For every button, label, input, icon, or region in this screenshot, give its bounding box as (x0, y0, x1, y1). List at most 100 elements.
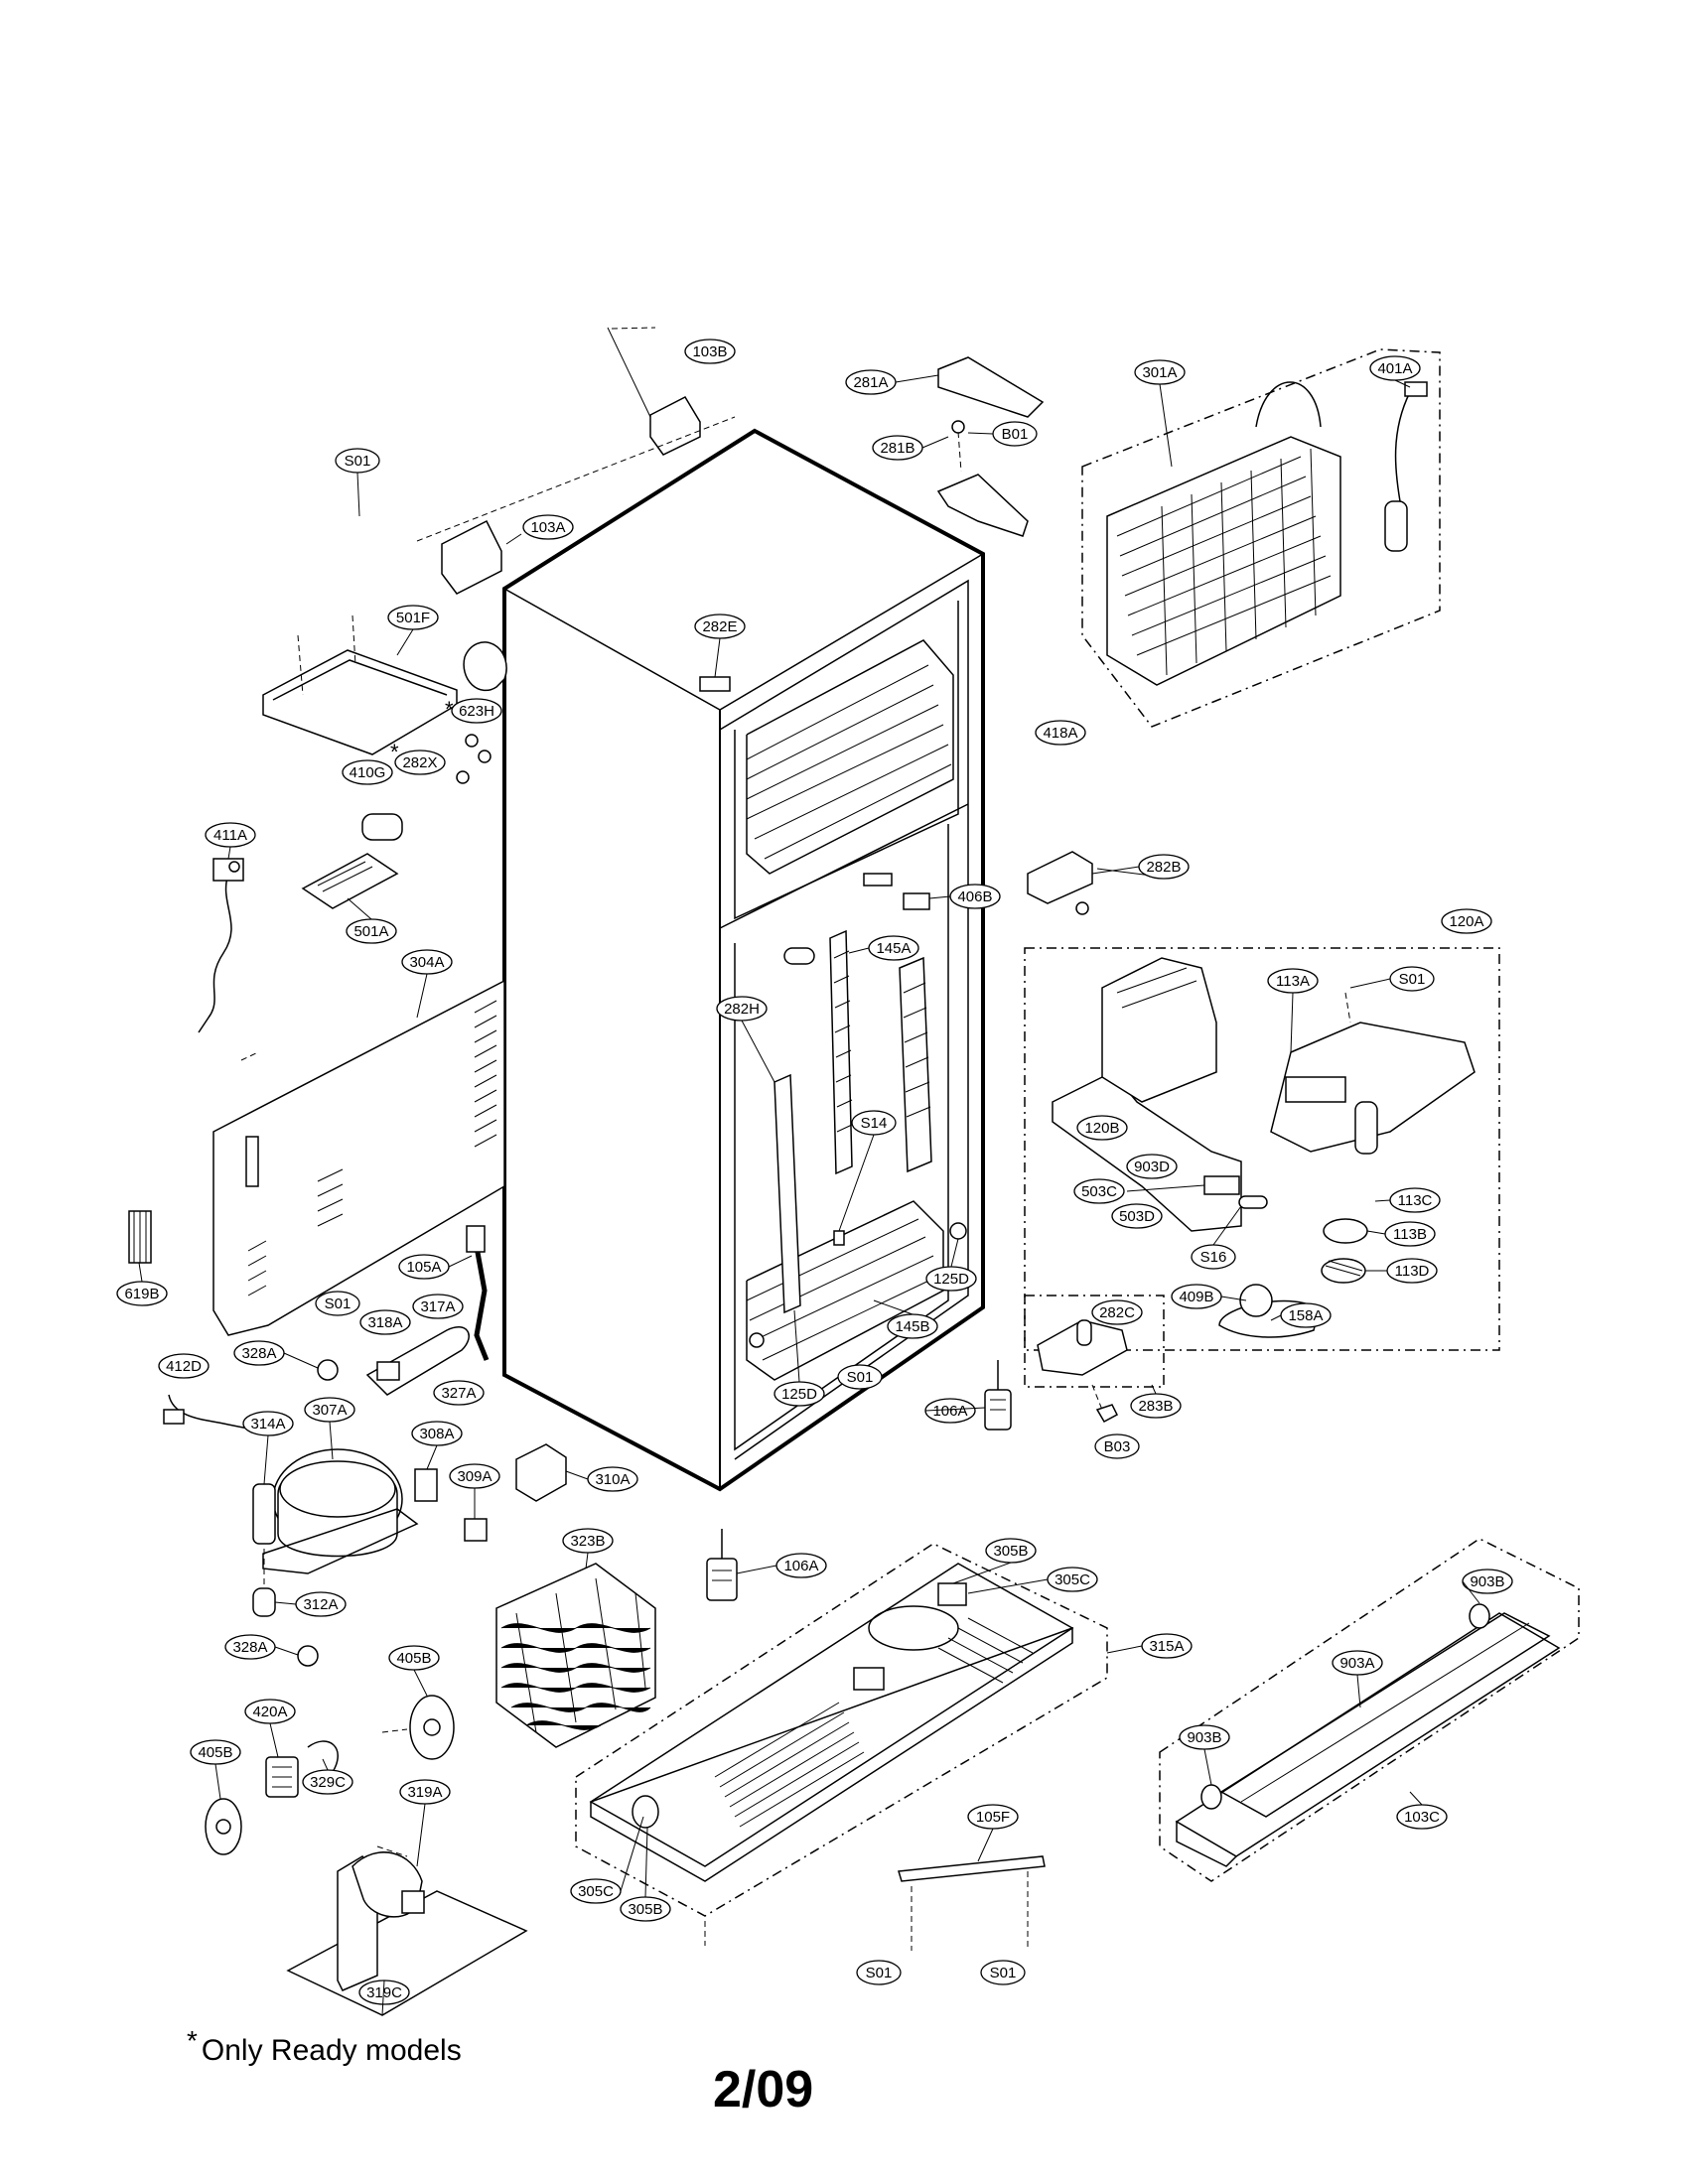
callout-305B-a: 305B (985, 1538, 1037, 1564)
callout-S01-b2: S01 (980, 1960, 1026, 1985)
svg-text:103B: 103B (692, 343, 727, 360)
callout-411A: 411A (205, 822, 256, 848)
svg-text:282C: 282C (1099, 1304, 1135, 1321)
svg-text:327A: 327A (441, 1385, 476, 1402)
svg-text:106A: 106A (783, 1558, 818, 1574)
svg-text:401A: 401A (1377, 360, 1412, 377)
callout-B01: B01 (992, 421, 1038, 447)
svg-text:409B: 409B (1179, 1289, 1213, 1305)
svg-text:317A: 317A (420, 1298, 455, 1315)
fan-405b-lower (205, 1798, 242, 1855)
callout-317A: 317A (412, 1294, 464, 1319)
svg-text:623H: 623H (459, 703, 494, 720)
callout-503C: 503C (1073, 1178, 1125, 1204)
svg-text:501F: 501F (396, 610, 430, 626)
svg-text:S01: S01 (866, 1965, 893, 1981)
bracket-105f (898, 1855, 1046, 1951)
cabinet (502, 428, 985, 1492)
callout-308A: 308A (411, 1421, 463, 1446)
callout-405B-a: 405B (388, 1645, 440, 1671)
leader-lines (138, 374, 1480, 2016)
svg-text:305B: 305B (628, 1901, 662, 1918)
svg-text:903B: 903B (1470, 1573, 1504, 1590)
callout-103C: 103C (1396, 1804, 1448, 1830)
svg-text:282H: 282H (724, 1001, 760, 1018)
svg-text:113B: 113B (1393, 1226, 1427, 1243)
svg-text:158A: 158A (1288, 1307, 1323, 1324)
svg-text:412D: 412D (166, 1358, 202, 1375)
callout-105A: 105A (398, 1254, 450, 1280)
clip-619b (128, 1210, 152, 1264)
callout-501F: 501F (387, 605, 439, 630)
svg-text:405B: 405B (396, 1650, 431, 1667)
svg-text:120B: 120B (1084, 1120, 1119, 1137)
callout-282C: 282C (1091, 1299, 1143, 1325)
svg-text:903D: 903D (1134, 1159, 1170, 1175)
base-plate-315a (575, 1543, 1108, 1946)
leveling-legs (706, 1360, 1012, 1601)
svg-text:318A: 318A (367, 1314, 402, 1331)
svg-text:S01: S01 (325, 1296, 352, 1312)
callout-401A: 401A (1369, 355, 1421, 381)
callout-410G: 410G (342, 759, 393, 785)
svg-text:105F: 105F (976, 1809, 1010, 1826)
svg-text:S14: S14 (861, 1115, 888, 1132)
callout-282X: 282X (394, 750, 446, 775)
screw-125d (949, 1222, 967, 1240)
callout-406B: 406B (949, 884, 1001, 909)
callout-113A: 113A (1267, 968, 1319, 994)
callout-S01-b1: S01 (856, 1960, 902, 1985)
asterisk-282x: * (390, 740, 399, 764)
callout-619B: 619B (116, 1281, 168, 1306)
rail-145b (774, 1073, 801, 1314)
svg-text:411A: 411A (213, 827, 247, 844)
svg-text:S01: S01 (990, 1965, 1017, 1981)
control-panel-slot (863, 873, 893, 887)
callout-301A: 301A (1134, 359, 1186, 385)
callout-327A: 327A (433, 1380, 485, 1406)
svg-text:328A: 328A (232, 1639, 267, 1656)
fan-405b-upper (381, 1695, 455, 1760)
asterisk-623h: * (445, 697, 454, 722)
callout-120B: 120B (1076, 1115, 1128, 1141)
callout-282E: 282E (694, 614, 746, 639)
callout-106A-b: 106A (775, 1553, 827, 1578)
svg-text:S16: S16 (1200, 1249, 1227, 1266)
svg-text:145A: 145A (876, 940, 911, 957)
svg-text:328A: 328A (241, 1345, 276, 1362)
callout-305C-a: 305C (1047, 1567, 1098, 1592)
svg-text:281B: 281B (880, 440, 914, 457)
svg-text:120A: 120A (1449, 913, 1483, 930)
svg-text:106A: 106A (932, 1403, 967, 1420)
callout-323B: 323B (562, 1528, 614, 1554)
condenser-323b (495, 1563, 656, 1748)
callout-105F: 105F (967, 1804, 1019, 1830)
callout-S01-120: S01 (1389, 966, 1435, 992)
svg-text:305C: 305C (1055, 1571, 1090, 1588)
svg-text:501A: 501A (353, 923, 388, 940)
callout-S16: S16 (1191, 1244, 1236, 1270)
svg-text:103C: 103C (1404, 1809, 1440, 1826)
svg-text:125D: 125D (933, 1271, 969, 1288)
page-number: 2/09 (713, 2061, 814, 2118)
callout-282B: 282B (1138, 854, 1190, 880)
callout-319C: 319C (358, 1979, 410, 2005)
svg-text:305B: 305B (993, 1543, 1028, 1560)
door-handle-103c (1159, 1538, 1580, 1882)
svg-text:113A: 113A (1276, 973, 1310, 990)
callout-503D: 503D (1111, 1203, 1163, 1229)
evaporator-group-301a (1081, 348, 1441, 728)
top-parts (198, 327, 1153, 1033)
svg-text:S01: S01 (847, 1369, 874, 1386)
footnote-mark: * (187, 2025, 198, 2056)
svg-text:105A: 105A (406, 1259, 441, 1276)
rail-145a-right (899, 956, 932, 1173)
svg-text:309A: 309A (457, 1468, 492, 1485)
callout-420A: 420A (244, 1699, 296, 1724)
svg-text:323B: 323B (570, 1533, 605, 1550)
svg-text:S01: S01 (1399, 971, 1426, 988)
callout-145A: 145A (868, 935, 919, 961)
svg-text:319C: 319C (366, 1984, 402, 2001)
callout-328A-b: 328A (224, 1634, 276, 1660)
